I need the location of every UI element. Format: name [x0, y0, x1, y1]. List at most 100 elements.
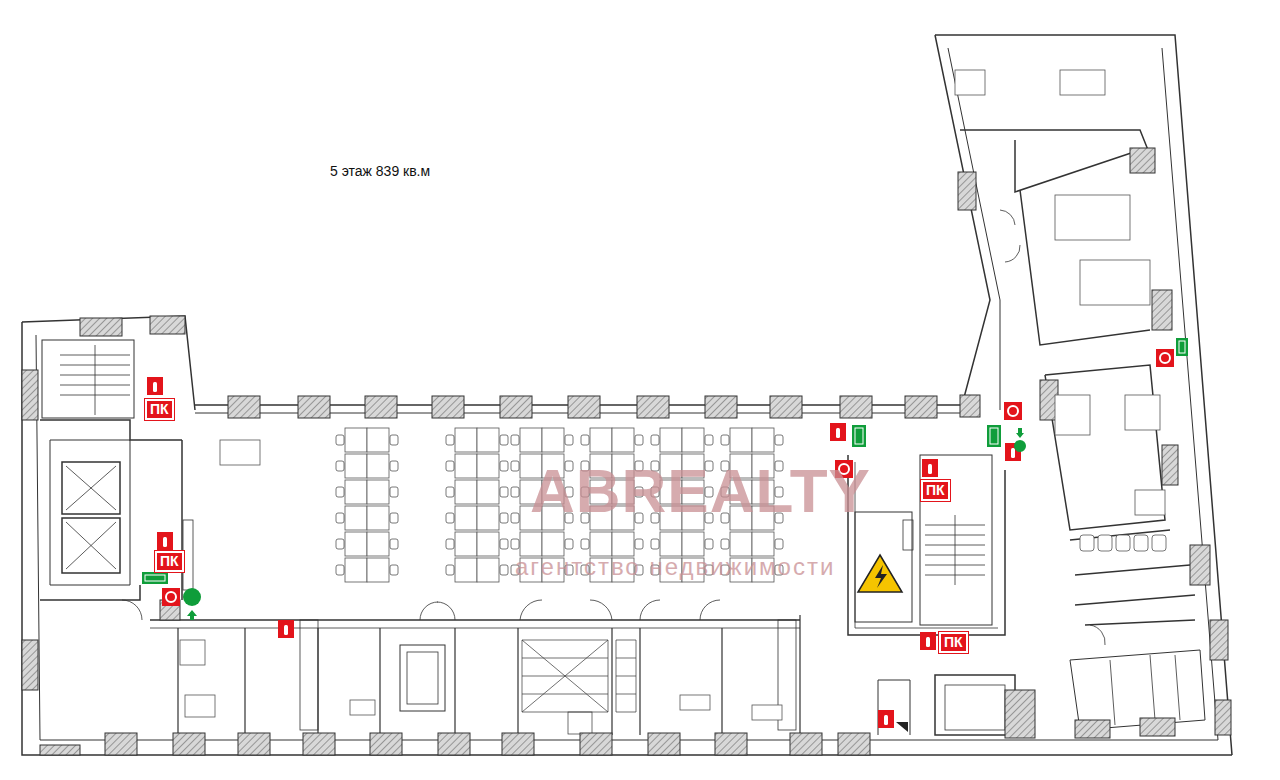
- chair: [651, 539, 659, 549]
- chair: [775, 539, 783, 549]
- chair: [511, 461, 519, 471]
- chair: [581, 539, 589, 549]
- chair: [446, 461, 454, 471]
- extinguisher-icon: [284, 625, 288, 635]
- chair: [500, 435, 508, 445]
- chair: [775, 435, 783, 445]
- extinguisher-icon: [836, 428, 840, 438]
- chair: [390, 539, 398, 549]
- hose-cabinet-label: ПК: [921, 480, 950, 501]
- hose-icon: [1008, 406, 1018, 416]
- pillar: [1140, 718, 1175, 736]
- desk: [455, 454, 477, 478]
- desk: [730, 428, 752, 452]
- extinguisher-sign: [157, 532, 173, 550]
- chair: [635, 539, 643, 549]
- extinguisher-icon: [163, 537, 167, 547]
- desk: [682, 532, 704, 556]
- pillar: [840, 396, 872, 418]
- exit-sign: [987, 425, 1001, 447]
- extinguisher-icon: [926, 637, 930, 647]
- pillar: [715, 733, 747, 755]
- extinguisher-sign: [878, 710, 894, 728]
- desk: [752, 705, 782, 720]
- extinguisher-sign: [147, 377, 163, 395]
- chair: [390, 565, 398, 575]
- desk: [730, 532, 752, 556]
- pillar: [960, 395, 980, 417]
- pillar: [1162, 445, 1178, 485]
- watermark: агентство недвижимости: [515, 553, 835, 581]
- pillar: [173, 733, 205, 755]
- pillar: [365, 396, 397, 418]
- pillar: [1190, 545, 1210, 585]
- extinguisher-icon: [928, 464, 932, 474]
- pillar: [705, 396, 737, 418]
- exit-sign: [142, 572, 168, 584]
- chair: [705, 539, 713, 549]
- pillar: [502, 733, 534, 755]
- chair: [705, 435, 713, 445]
- desk: [542, 428, 564, 452]
- exit-sign: [852, 425, 866, 447]
- chair: [446, 487, 454, 497]
- desk: [752, 428, 774, 452]
- desk: [367, 558, 389, 582]
- hose-sign: [162, 588, 180, 606]
- desk: [1055, 395, 1090, 435]
- extinguisher-sign: [920, 632, 936, 650]
- chair: [581, 435, 589, 445]
- extinguisher-sign: [922, 459, 938, 477]
- desk: [367, 428, 389, 452]
- hose-sign: [1156, 349, 1174, 367]
- chair: [1116, 535, 1130, 551]
- pillar: [500, 396, 532, 418]
- chair: [651, 435, 659, 445]
- pillar: [22, 370, 38, 420]
- hazard-triangle: [858, 555, 902, 592]
- desk: [455, 558, 477, 582]
- chair: [390, 461, 398, 471]
- chair: [1080, 535, 1094, 551]
- chair: [446, 565, 454, 575]
- extinguisher-sign: [278, 620, 294, 638]
- chair: [565, 539, 573, 549]
- desk: [590, 532, 612, 556]
- pillar: [1130, 148, 1155, 173]
- pillar: [1152, 290, 1172, 330]
- pillar: [40, 745, 80, 755]
- marker: [896, 722, 908, 732]
- exit-icon: [990, 428, 998, 444]
- pillar: [790, 733, 822, 755]
- pillar: [648, 733, 680, 755]
- desk: [1125, 395, 1160, 430]
- pillar: [1005, 690, 1035, 738]
- desk: [185, 695, 215, 717]
- desk: [345, 558, 367, 582]
- chair: [721, 435, 729, 445]
- pillar: [238, 733, 270, 755]
- desk: [180, 640, 205, 665]
- hose-sign: [1004, 402, 1022, 420]
- desk: [350, 700, 375, 715]
- desk: [660, 428, 682, 452]
- chair: [721, 539, 729, 549]
- chair: [446, 513, 454, 523]
- hose-cabinet-label: ПК: [155, 551, 184, 572]
- exit-icon: [855, 428, 863, 444]
- chair: [336, 565, 344, 575]
- chair: [1098, 535, 1112, 551]
- chair: [336, 513, 344, 523]
- chair: [511, 513, 519, 523]
- pillar: [905, 396, 937, 418]
- pillar: [568, 396, 600, 418]
- watermark: ABREALTY: [530, 455, 871, 526]
- extinguisher-icon: [1011, 448, 1015, 458]
- pillar: [370, 733, 402, 755]
- pillar: [1075, 720, 1110, 738]
- chair: [390, 435, 398, 445]
- desk: [1135, 490, 1165, 515]
- desk: [590, 428, 612, 452]
- desk: [367, 532, 389, 556]
